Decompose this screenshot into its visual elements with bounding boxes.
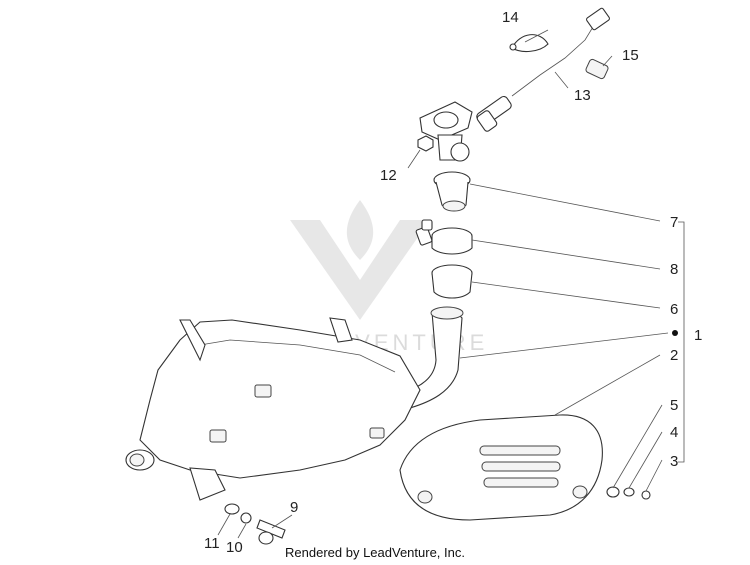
- part-9-bolt[interactable]: [256, 519, 286, 545]
- exhaust-header-flange[interactable]: [419, 101, 473, 162]
- part-2-heat-shield[interactable]: [399, 414, 603, 521]
- part-11-washer[interactable]: [224, 503, 240, 515]
- callout-3: 3: [670, 453, 678, 470]
- clamp-bolt[interactable]: [415, 219, 433, 246]
- callout-1: 1: [694, 327, 702, 344]
- callout-8: 8: [670, 261, 678, 278]
- part-6-sleeve[interactable]: [431, 264, 473, 299]
- part-3-screw[interactable]: [641, 490, 651, 500]
- part-15-bush[interactable]: [585, 58, 609, 80]
- callout-6: 6: [670, 301, 678, 318]
- callout-5: 5: [670, 397, 678, 414]
- part-10-nut[interactable]: [240, 512, 252, 524]
- part-13-lambda-sensor[interactable]: [475, 7, 610, 133]
- footer-credit: Rendered by LeadVenture, Inc.: [285, 545, 465, 560]
- part-14-wire-clip[interactable]: [509, 34, 549, 53]
- part-5-washer[interactable]: [606, 486, 620, 498]
- part-4-washer[interactable]: [623, 487, 635, 497]
- callout-15: 15: [622, 47, 639, 64]
- callout-11: 11: [204, 535, 220, 552]
- callout-13: 13: [574, 87, 591, 104]
- callout-10: 10: [226, 539, 243, 556]
- callout-2: 2: [670, 347, 678, 364]
- part-12-nut[interactable]: [417, 135, 434, 152]
- callout-14: 14: [502, 9, 519, 26]
- callout-9: 9: [290, 499, 298, 516]
- leadventure-logo-watermark: [290, 200, 430, 320]
- part-1-muffler-assembly[interactable]: [125, 306, 464, 501]
- callout-12: 12: [380, 167, 397, 184]
- leader-lines: [217, 29, 685, 539]
- callout-4: 4: [670, 424, 678, 441]
- part-7-gasket[interactable]: [433, 171, 471, 212]
- callout-7: 7: [670, 214, 678, 231]
- part-8-clamp[interactable]: [431, 227, 473, 255]
